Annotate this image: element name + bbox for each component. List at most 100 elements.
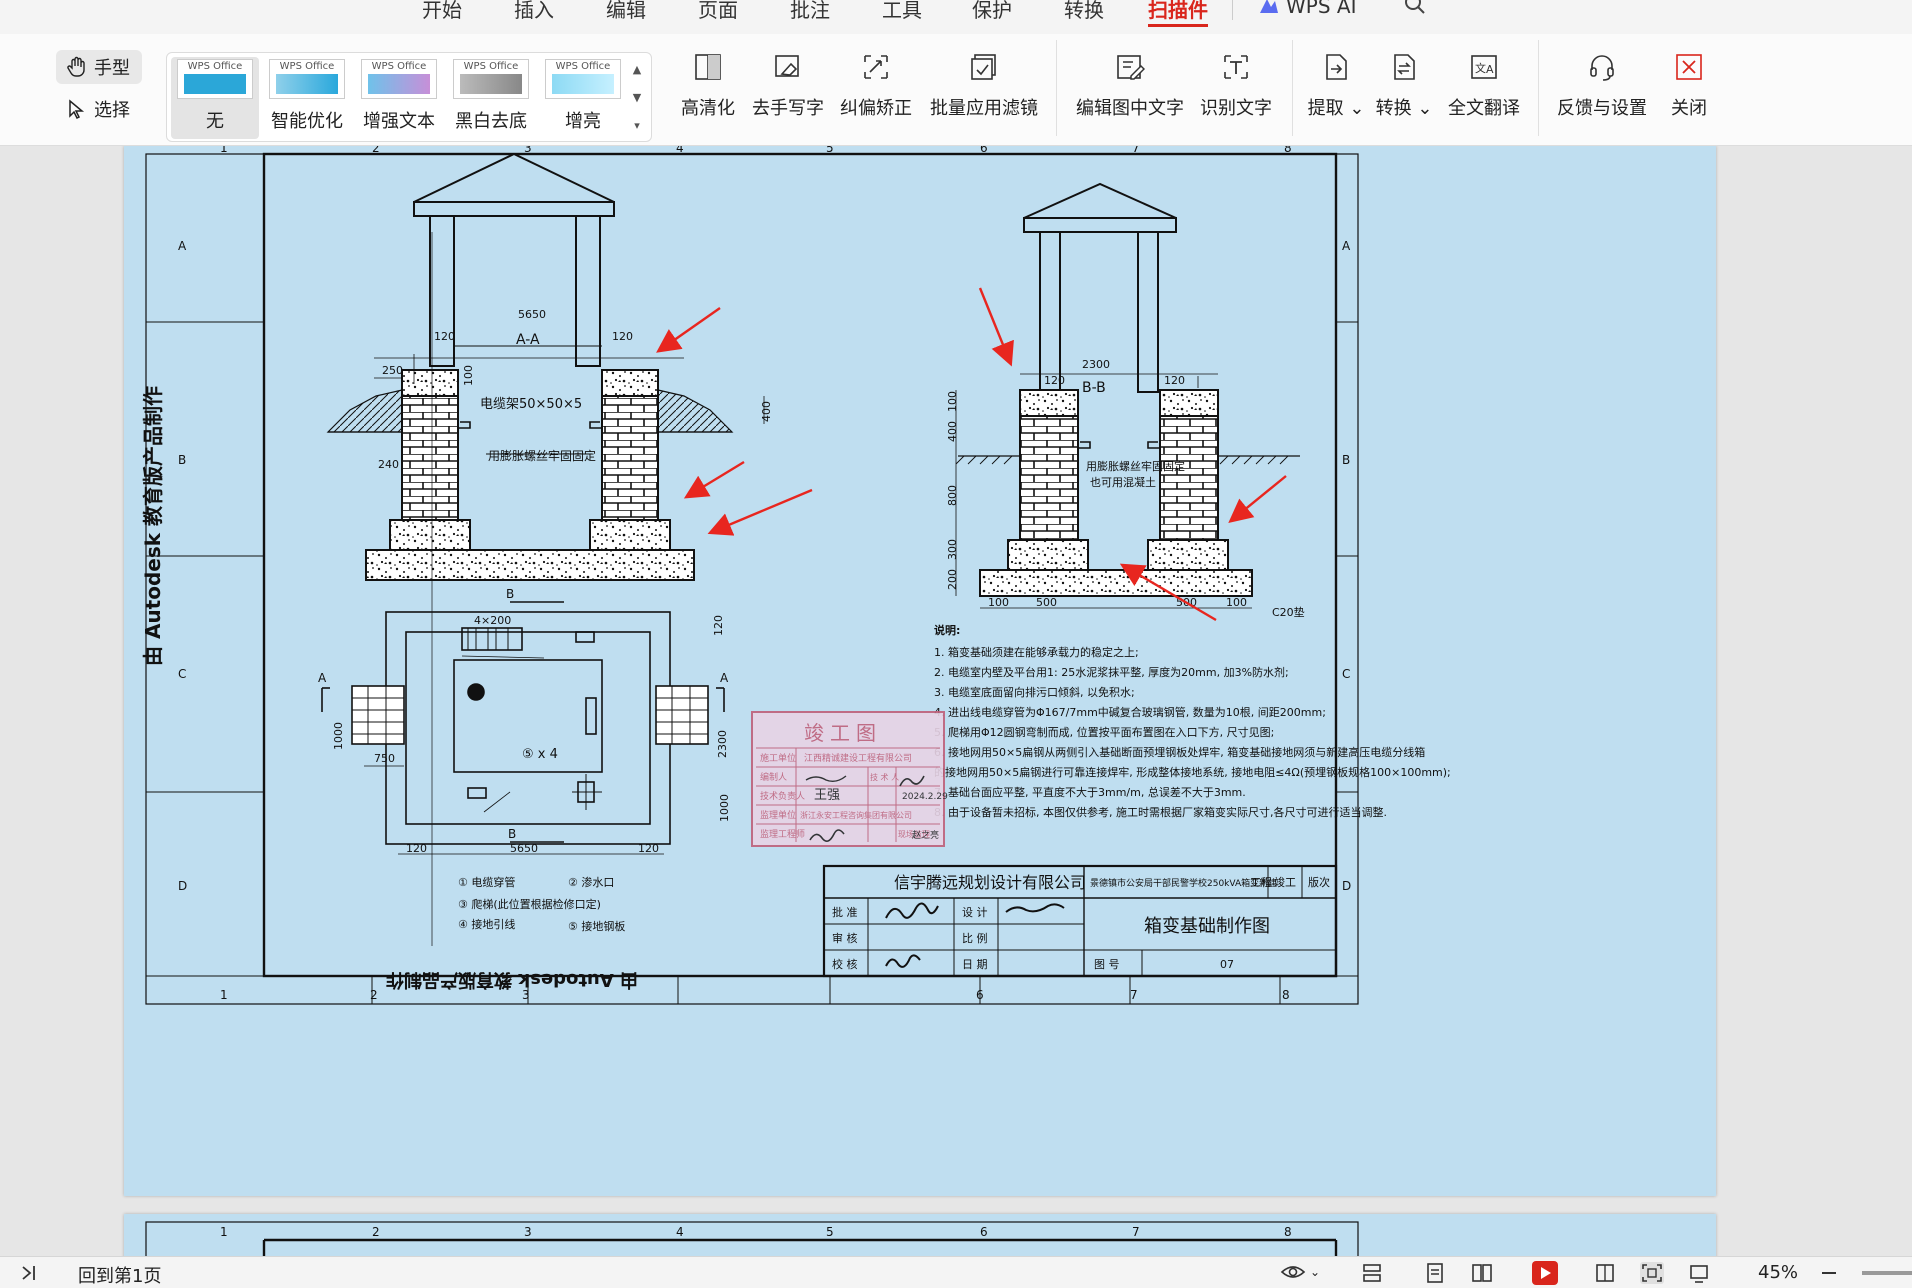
extract-button[interactable]: 提取 ⌄ (1306, 50, 1366, 120)
last-page-button[interactable] (18, 1262, 40, 1284)
feedback-settings-button[interactable]: 反馈与设置 (1552, 50, 1652, 120)
filter-brighten[interactable]: WPS Office 增亮 (539, 57, 627, 139)
dim-label: 120 (1164, 374, 1185, 387)
filter-smart[interactable]: WPS Office 智能优化 (263, 57, 351, 139)
menu-scan[interactable]: 扫描件 (1148, 0, 1208, 27)
hd-button[interactable]: 高清化 (674, 50, 742, 120)
col-number: 5 (826, 1225, 834, 1239)
two-page-view-button[interactable] (1470, 1262, 1494, 1284)
cursor-arrow-icon (69, 99, 85, 120)
deskew-button[interactable]: 纠偏矫正 (836, 50, 916, 120)
filter-gallery: WPS Office 无 WPS Office 智能优化 WPS Office … (166, 52, 652, 142)
note-line: 7. 基础台面应平整, 平直度不大于3mm/m, 总误差不大于3mm. (934, 785, 1246, 799)
bolt-label: 用膨胀螺丝牢固固定 (488, 448, 596, 463)
stamp-field: 现场监理 (898, 829, 930, 839)
select-tool-label: 选择 (94, 100, 130, 121)
close-icon (1676, 54, 1702, 80)
zoom-slider[interactable] (1862, 1271, 1912, 1275)
dim-label: 300 (946, 539, 959, 560)
stamp-row-label: 施工单位 (760, 752, 796, 764)
back-to-first-page-link[interactable]: 回到第1页 (78, 1266, 162, 1287)
filter-thumb-text: WPS Office (371, 61, 427, 72)
tb-version: 版次 (1308, 875, 1330, 889)
single-page-view-button[interactable] (1360, 1262, 1384, 1284)
page-1: 1 2 3 6 7 8 1 2 3 4 5 6 7 8 A B C D A (124, 146, 1716, 1196)
tb-check: 校 核 (832, 957, 858, 971)
menu-annotate[interactable]: 批注 (790, 0, 830, 22)
chevron-down-icon[interactable]: ▼ (632, 90, 642, 104)
zoom-level-dropdown[interactable]: 45% (1758, 1262, 1799, 1283)
section-aa-title: A-A (516, 332, 540, 348)
menu-start[interactable]: 开始 (422, 0, 462, 22)
section-bb-title: B-B (1082, 380, 1106, 396)
page-view-button[interactable] (1424, 1262, 1446, 1284)
zoom-out-button[interactable] (1818, 1262, 1840, 1284)
chevron-up-icon[interactable]: ▲ (632, 62, 642, 76)
filter-enhance-text[interactable]: WPS Office 增强文本 (355, 57, 443, 139)
note-line: 2. 电缆室内壁及平台用1: 25水泥浆抹平整, 厚度为20mm, 加3%防水剂… (934, 665, 1289, 679)
continuous-page-icon (1363, 1264, 1381, 1282)
filter-thumb-text: WPS Office (279, 61, 335, 72)
hand-icon (67, 56, 85, 77)
menu-tools[interactable]: 工具 (882, 0, 922, 22)
slideshow-button[interactable] (1532, 1261, 1558, 1285)
col-number: 5 (826, 146, 834, 155)
edit-text-button[interactable]: 编辑图中文字 (1072, 50, 1188, 120)
ocr-button[interactable]: 识别文字 (1196, 50, 1276, 120)
dim-label: 120 (1044, 374, 1065, 387)
dim-label: 120 (612, 330, 633, 343)
row-letter: B (1342, 453, 1350, 467)
row-letter: D (178, 879, 187, 893)
batch-filter-button[interactable]: 批量应用滤镜 (926, 50, 1042, 120)
concrete-label: 也可用混凝土 (1090, 475, 1156, 489)
batch-filter-label: 批量应用滤镜 (930, 98, 1038, 119)
menu-page[interactable]: 页面 (698, 0, 738, 22)
menu-wps-ai[interactable]: WPS AI (1258, 0, 1356, 18)
fit-width-button[interactable] (1594, 1262, 1616, 1284)
dim-label: 1000 (718, 794, 731, 822)
c20-label: C20垫 (1272, 605, 1305, 619)
section-bb-labels: B-B 2300 120 120 100 400 800 300 200 100… (946, 358, 1305, 619)
tb-project: 景德镇市公安局干部民警学校250kVA箱变新建 (1090, 877, 1277, 889)
dim-label: 240 (378, 458, 399, 471)
note-line: 4. 进出线电缆穿管为Φ167/7mm中碱复合玻璃钢管, 数量为10根, 间距2… (934, 705, 1326, 719)
menu-edit[interactable]: 编辑 (606, 0, 646, 22)
expand-gallery-icon[interactable]: ▾ (634, 118, 640, 132)
menu-convert[interactable]: 转换 (1064, 0, 1104, 22)
fit-page-button[interactable] (1640, 1262, 1664, 1284)
col-number: 1 (220, 146, 228, 155)
wps-ai-logo-icon (1260, 0, 1278, 13)
menu-insert[interactable]: 插入 (514, 0, 554, 22)
title-block-text: 信宇腾远规划设计有限公司 景德镇市公安局干部民警学校250kVA箱变新建 工程 … (832, 873, 1330, 971)
filter-none[interactable]: WPS Office 无 (171, 57, 259, 139)
note-line: 3. 电缆室底面留向排污口倾斜, 以免积水; (934, 685, 1135, 699)
filter-bw[interactable]: WPS Office 黑白去底 (447, 57, 535, 139)
dim-label: 100 (946, 391, 959, 412)
tb-drawing-title: 箱变基础制作图 (1144, 916, 1270, 937)
select-tool-button[interactable]: 选择 (56, 92, 142, 126)
hand-tool-button[interactable]: 手型 (56, 50, 142, 84)
col-number: 6 (980, 146, 988, 155)
dim-label: 100 (1226, 596, 1247, 609)
col-number: 3 (524, 1225, 532, 1239)
menu-search[interactable] (1404, 0, 1426, 21)
convert-button[interactable]: 转换 ⌄ (1374, 50, 1434, 120)
remove-handwriting-button[interactable]: 去手写字 (748, 50, 828, 120)
col-number: 8 (1284, 146, 1292, 155)
menu-protect[interactable]: 保护 (972, 0, 1012, 22)
deskew-icon (864, 55, 888, 79)
section-marker-a: A (720, 671, 729, 685)
fit-width-icon (1596, 1264, 1614, 1282)
document-viewport[interactable]: 1 2 3 6 7 8 1 2 3 4 5 6 7 8 A B C D A (0, 146, 1912, 1256)
chevron-down-icon: ⌄ (1310, 1265, 1321, 1279)
extract-label: 提取 ⌄ (1307, 98, 1365, 119)
filter-thumbnail: WPS Office (361, 59, 437, 99)
stamp-signature: 赵之亮 (912, 829, 939, 841)
actual-size-button[interactable] (1688, 1262, 1710, 1284)
close-scan-button[interactable]: 关闭 (1664, 50, 1714, 120)
view-mode-dropdown[interactable]: ⌄ (1280, 1262, 1320, 1282)
col-number: 6 (980, 1225, 988, 1239)
convert-label: 转换 ⌄ (1375, 98, 1433, 119)
col-number: 4 (676, 1225, 684, 1239)
